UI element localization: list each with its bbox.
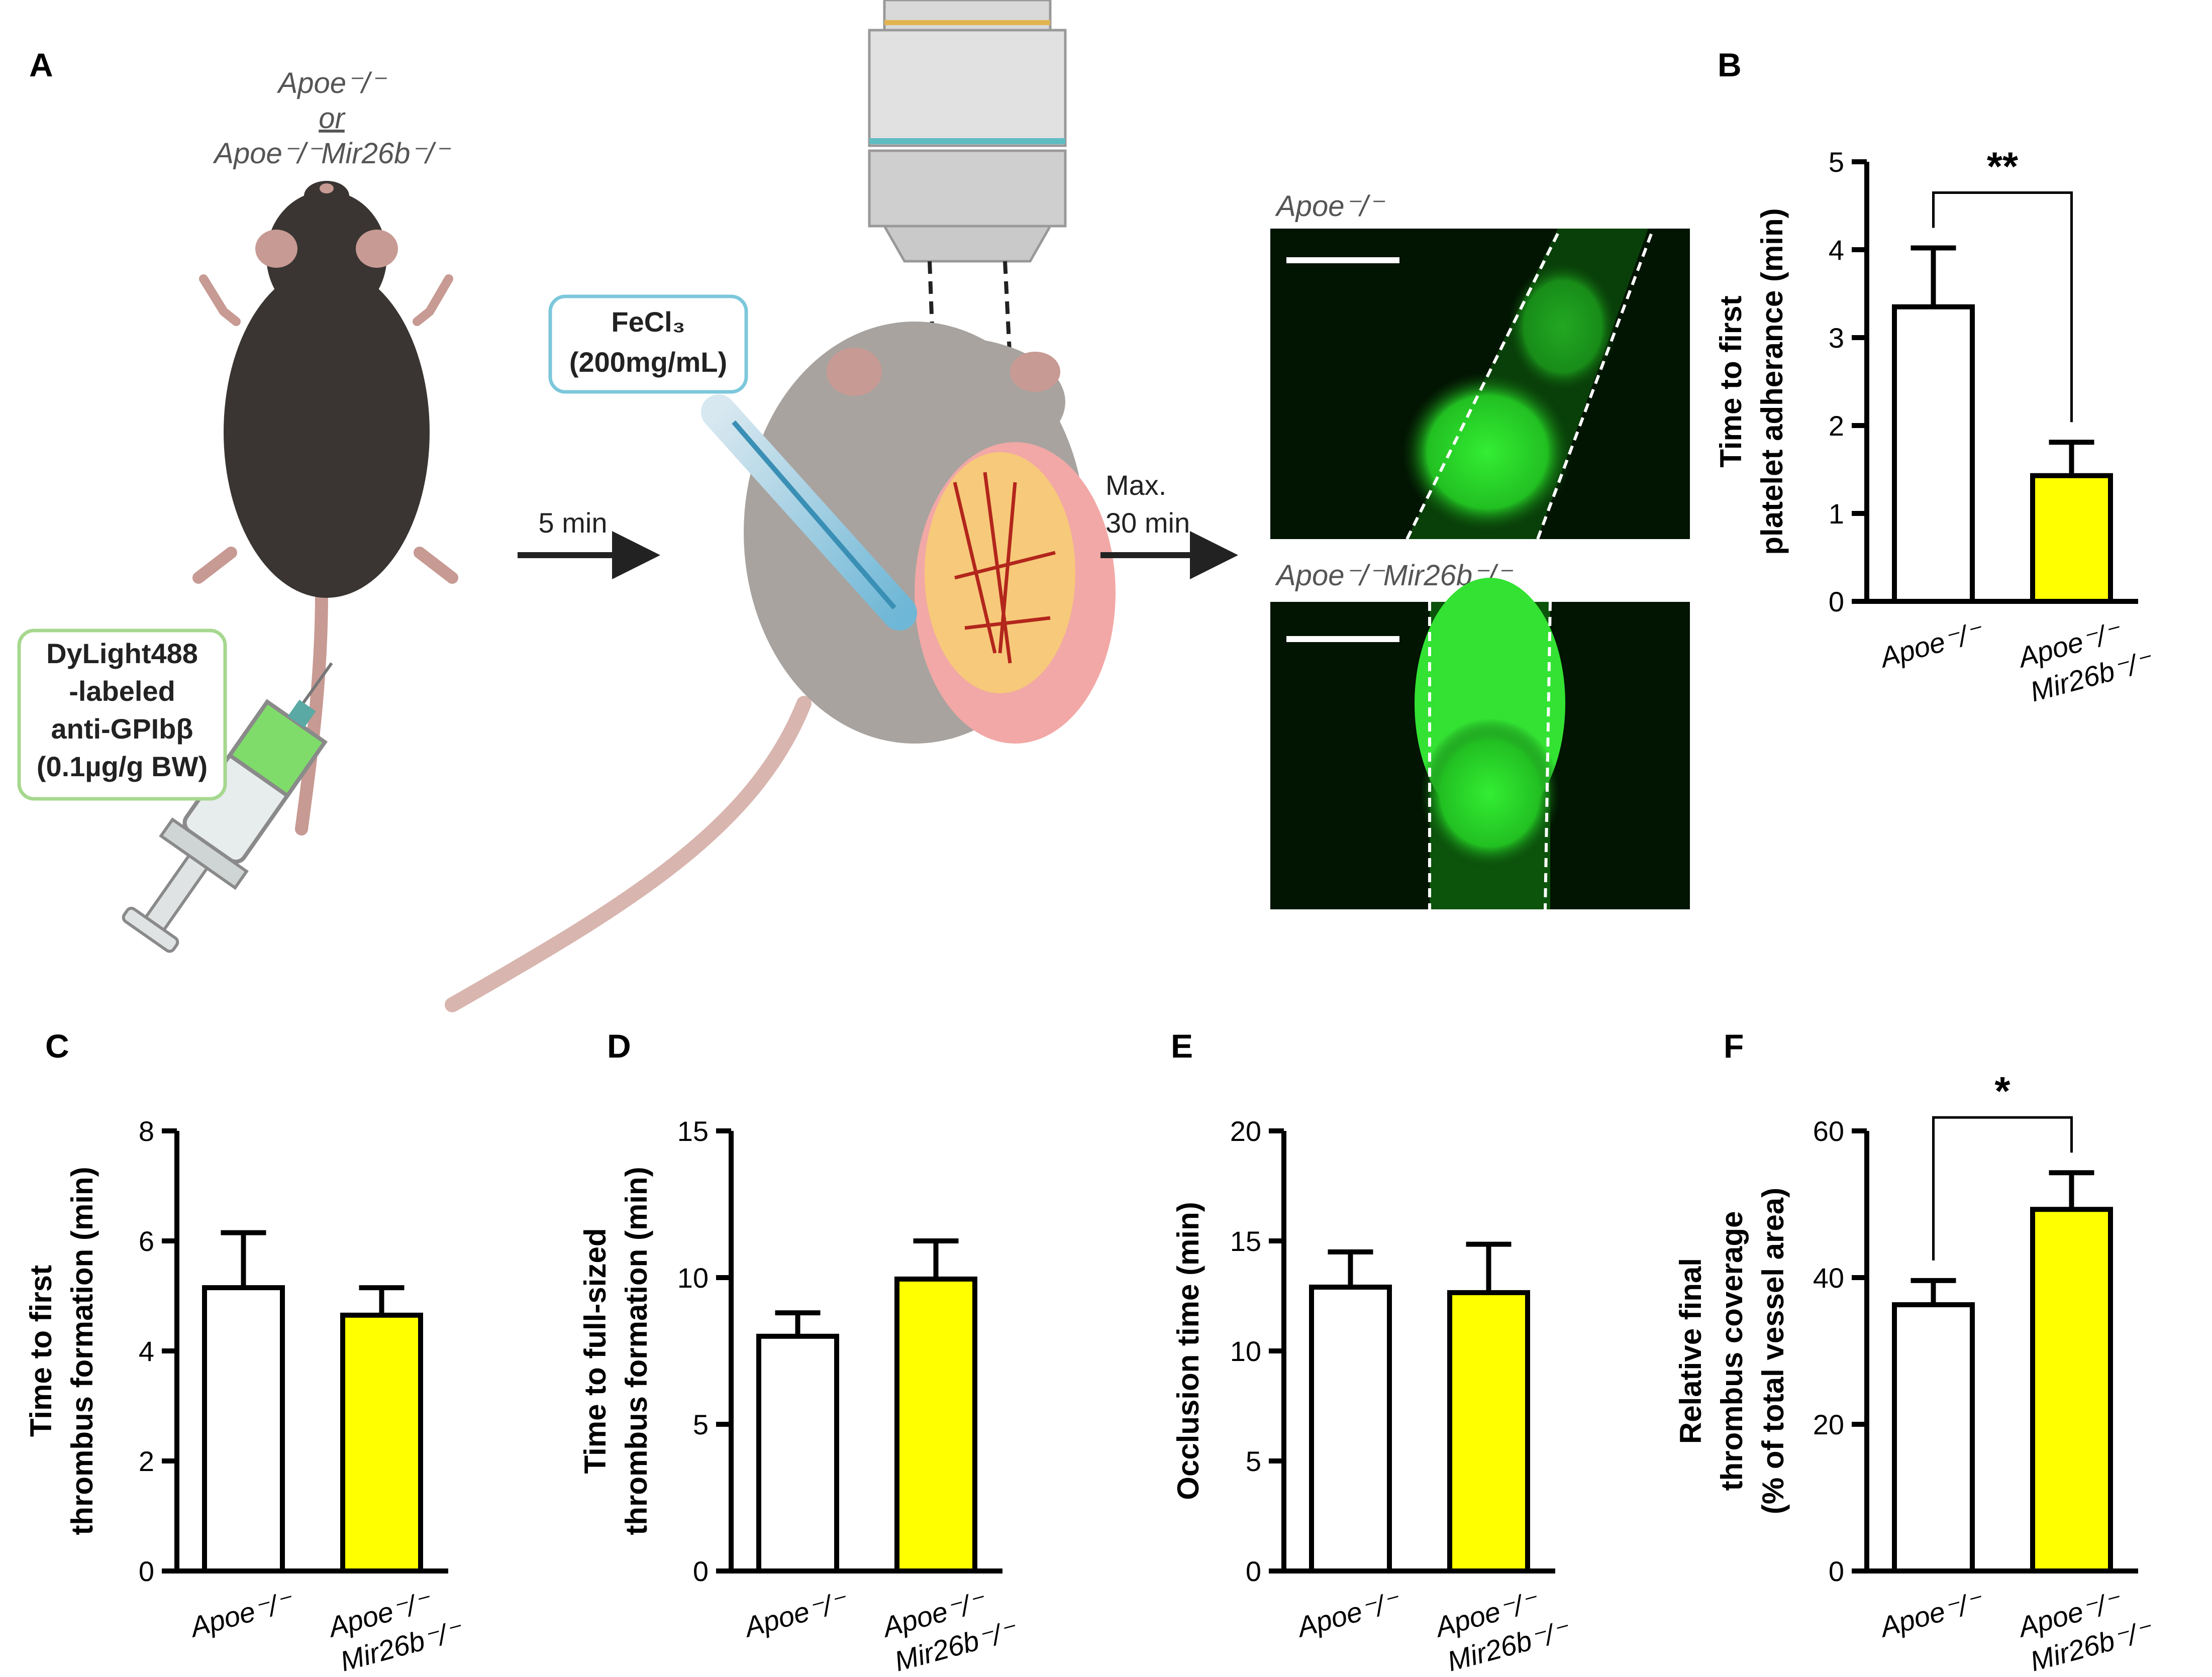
significance-label: **: [1987, 144, 2019, 189]
x-tick-label: Apoe⁻/⁻: [185, 1585, 297, 1643]
micrograph-apoe: Apoe⁻/⁻: [1270, 190, 1690, 540]
panel-letter-d: D: [607, 1027, 631, 1065]
y-tick-label: 0: [1829, 1555, 1844, 1587]
bar: [340, 1312, 423, 1574]
bar: [1309, 1284, 1392, 1574]
fecl3-label-box: FeCl₃ (200mg/mL): [548, 294, 748, 394]
bar: [202, 1285, 285, 1574]
genotype-label: Apoe⁻/⁻ or Apoe⁻/⁻Mir26b⁻/⁻: [213, 67, 451, 170]
x-tick-label: Apoe⁻/⁻Mir26b⁻/⁻: [324, 1579, 466, 1677]
genotype-bottom-label: Apoe⁻/⁻Mir26b⁻/⁻: [213, 137, 451, 170]
y-tick-label: 10: [1230, 1335, 1261, 1367]
dylight-line-4: (0.1µg/g BW): [37, 751, 208, 782]
x-tick-label: Apoe⁻/⁻: [1875, 1585, 1987, 1643]
y-tick-label: 0: [139, 1555, 154, 1587]
y-tick-label: 3: [1829, 322, 1844, 354]
fecl3-line-1: FeCl₃: [611, 306, 685, 338]
y-tick-label: 60: [1813, 1115, 1844, 1147]
bar: [1892, 1302, 1975, 1574]
y-tick-label: 10: [677, 1262, 709, 1294]
microscope-objective-illustration: [868, 0, 1067, 664]
y-tick-label: 15: [1230, 1225, 1261, 1257]
significance-bracket: [1932, 191, 2073, 423]
mouse-top-view-illustration: [192, 181, 458, 835]
dylight-line-3: anti-GPIbβ: [51, 713, 193, 745]
fecl3-line-2: (200mg/mL): [569, 346, 727, 378]
panel-letter-e: E: [1171, 1027, 1193, 1065]
bar: [756, 1333, 839, 1574]
panel-letter-a: A: [29, 46, 53, 83]
bar: [894, 1276, 977, 1574]
step-1-label: 5 min: [539, 507, 608, 539]
y-axis-label: Occlusion time (min): [1171, 1202, 1205, 1500]
y-tick-label: 6: [139, 1225, 154, 1257]
significance-bracket: [1932, 1116, 2073, 1261]
mouse-side-view-illustration: [445, 322, 1116, 1012]
syringe-illustration: [122, 662, 333, 953]
y-tick-label: 5: [1246, 1445, 1261, 1477]
bar: [2030, 1207, 2113, 1574]
micrograph-apoe-label: Apoe⁻/⁻: [1275, 190, 1385, 223]
micrograph-apoe-mir26b: Apoe⁻/⁻Mir26b⁻/⁻: [1270, 559, 1690, 910]
step-2-label-line-2: 30 min: [1105, 507, 1190, 539]
x-tick-label: Apoe⁻/⁻: [1875, 615, 1987, 674]
dylight-line-2: -labeled: [69, 675, 175, 707]
y-tick-label: 5: [1829, 146, 1844, 178]
panel-letter-b: B: [1718, 46, 1742, 83]
panel-letter-f: F: [1724, 1027, 1744, 1065]
y-tick-label: 20: [1230, 1115, 1261, 1147]
x-tick-label: Apoe⁻/⁻Mir26b⁻/⁻: [1431, 1579, 1573, 1677]
arrow-step-1: 5 min: [518, 507, 660, 579]
dylight-label-box: DyLight488 -labeled anti-GPIbβ (0.1µg/g …: [17, 628, 227, 801]
y-tick-label: 0: [1829, 586, 1844, 617]
bar: [1892, 304, 1975, 604]
y-tick-label: 2: [139, 1445, 154, 1477]
genotype-or-label: or: [319, 102, 346, 135]
panel-letters: A B C D E F: [29, 46, 1744, 1065]
x-tick-label: Apoe⁻/⁻Mir26b⁻/⁻: [878, 1579, 1021, 1677]
y-tick-label: 4: [1829, 234, 1844, 266]
y-tick-label: 4: [139, 1335, 154, 1367]
y-tick-label: 0: [693, 1555, 709, 1587]
step-2-label-line-1: Max.: [1105, 469, 1166, 501]
y-tick-label: 40: [1813, 1262, 1844, 1294]
y-tick-label: 15: [677, 1115, 709, 1147]
y-tick-label: 2: [1829, 410, 1844, 442]
y-tick-label: 0: [1246, 1555, 1261, 1587]
genotype-top-label: Apoe⁻/⁻: [277, 67, 387, 99]
x-tick-label: Apoe⁻/⁻Mir26b⁻/⁻: [2014, 1579, 2156, 1677]
x-tick-label: Apoe⁻/⁻: [1292, 1585, 1404, 1643]
panel-letter-c: C: [45, 1027, 69, 1065]
bar: [1447, 1290, 1530, 1574]
x-tick-label: Apoe⁻/⁻Mir26b⁻/⁻: [2014, 609, 2156, 708]
y-tick-label: 5: [693, 1409, 709, 1440]
y-tick-label: 20: [1813, 1409, 1844, 1440]
arrow-step-2: Max. 30 min: [1100, 469, 1238, 579]
x-tick-label: Apoe⁻/⁻: [740, 1585, 851, 1643]
significance-label: *: [1994, 1069, 2010, 1113]
bar: [2030, 473, 2113, 604]
y-tick-label: 8: [139, 1115, 154, 1147]
y-tick-label: 1: [1829, 498, 1844, 530]
dylight-line-1: DyLight488: [46, 638, 198, 669]
